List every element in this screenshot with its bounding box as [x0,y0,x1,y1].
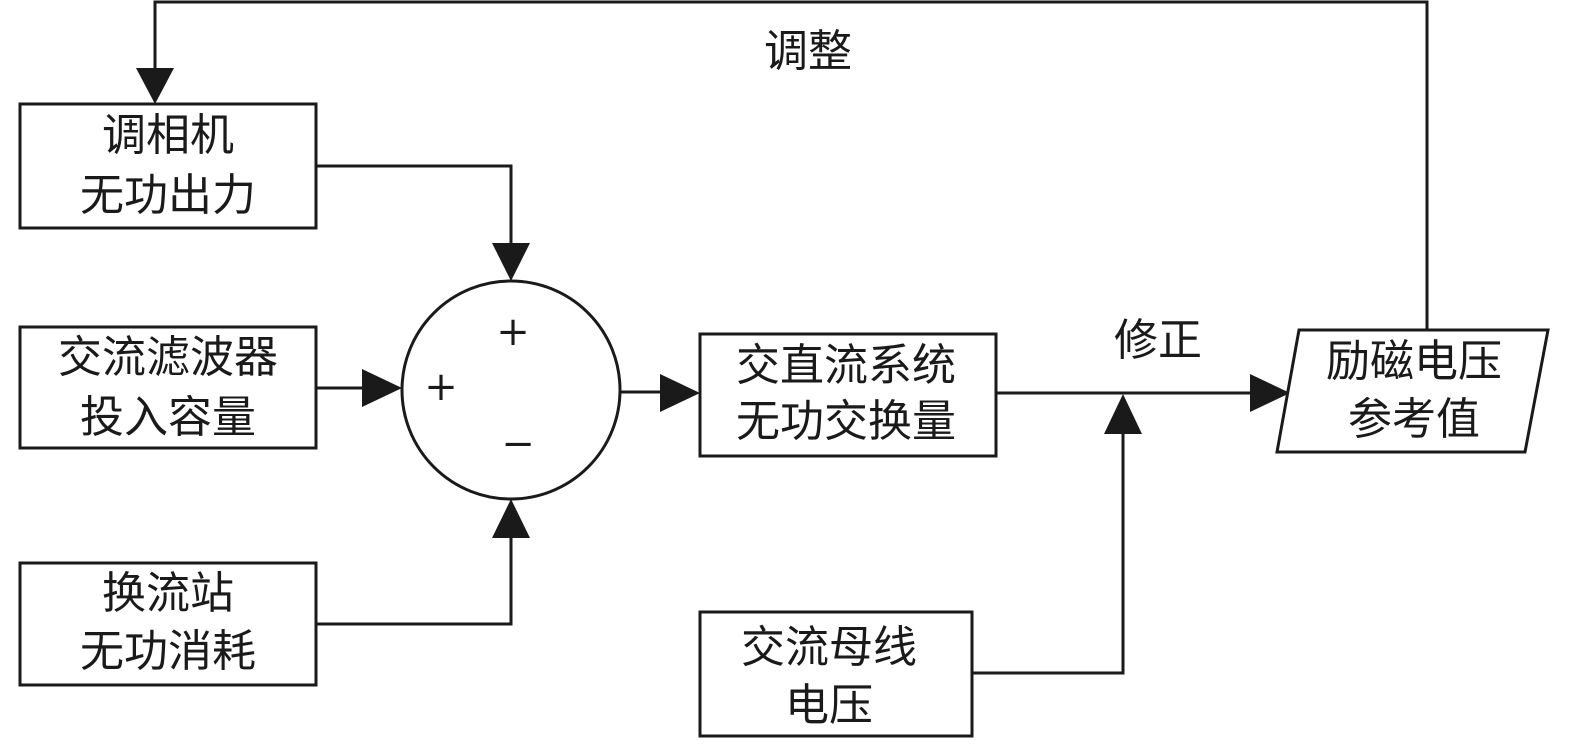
adjust-arrowhead [136,68,174,104]
excitation-reference-box: 励磁电压 参考值 [1275,328,1550,454]
ac-bus-voltage-box: 交流母线 电压 [698,610,974,738]
adjust-feedback-line [153,0,1429,330]
converter-arrowhead [492,499,530,538]
adjust-label: 调整 [764,26,852,77]
condenser-output-box: 调相机 无功出力 [18,102,318,230]
converter-line2: 无功消耗 [80,626,256,677]
ac-filter-capacity-box: 交流滤波器 投入容量 [18,325,318,450]
excitation-line1: 励磁电压 [1326,336,1502,387]
bus-voltage-line2: 电压 [785,680,873,731]
excitation-arrowhead [1250,374,1290,412]
bus-voltage-line1: 交流母线 [741,622,917,673]
summing-junction: + + − [400,279,622,501]
minus-sign-bottom: − [501,421,535,467]
excitation-line2: 参考值 [1348,394,1480,445]
acdc-exchange-box: 交直流系统 无功交换量 [698,332,998,458]
filter-arrowhead [362,369,402,407]
converter-to-junction-line [316,535,513,626]
correction-arrowhead [1104,394,1142,434]
plus-sign-top: + [496,309,530,355]
condenser-output-line1: 调相机 [102,110,234,161]
exchange-line1: 交直流系统 [736,340,956,391]
condenser-output-line2: 无功出力 [80,170,256,221]
ac-filter-line1: 交流滤波器 [58,332,278,383]
exchange-line2: 无功交换量 [736,396,956,447]
condenser-to-junction-line [316,164,513,245]
bus-voltage-to-correction-line [972,432,1125,675]
ac-filter-line2: 投入容量 [80,392,256,443]
condenser-arrowhead [492,243,530,281]
converter-consumption-box: 换流站 无功消耗 [18,561,318,687]
correct-label: 修正 [1114,315,1202,366]
converter-line1: 换流站 [102,568,234,619]
plus-sign-left: + [424,364,458,410]
exchange-arrowhead [660,374,700,412]
